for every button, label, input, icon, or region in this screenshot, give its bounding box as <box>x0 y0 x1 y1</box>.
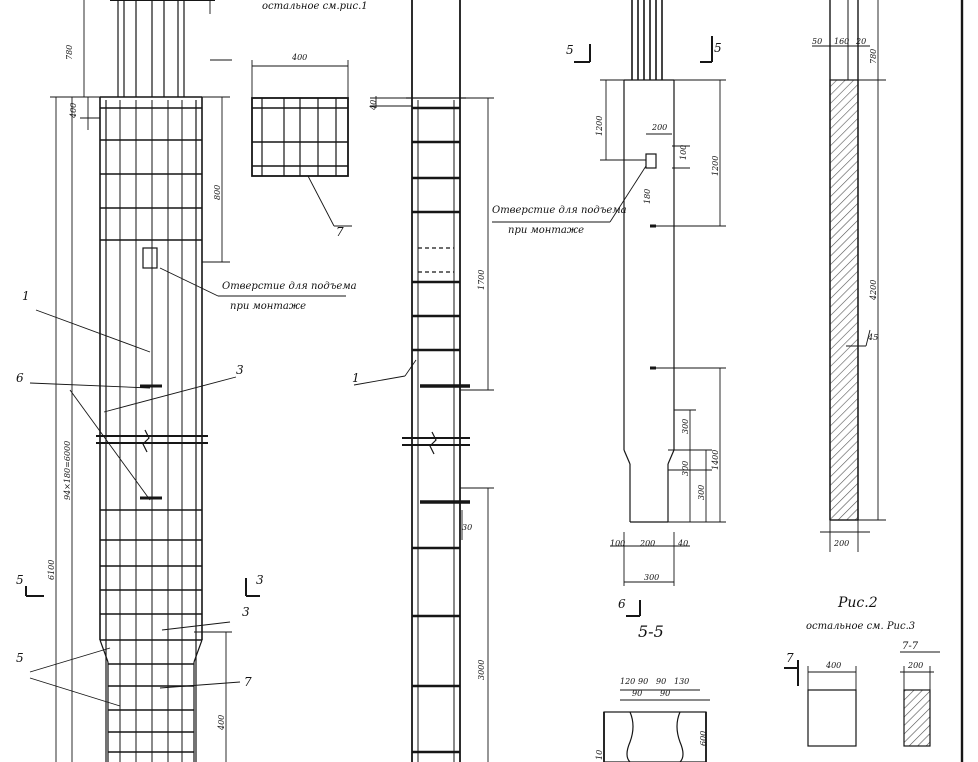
dim-30-side: 30 <box>462 523 473 532</box>
dim-3000: 3000 <box>477 659 486 680</box>
dim-1200-center: 1200 <box>595 115 604 136</box>
dim-400-section7: 400 <box>826 661 842 670</box>
note-lifting-hole-left-2: при монтаже <box>230 301 307 312</box>
dim-160-top: 160 <box>834 37 850 46</box>
mark-3-section: 3 <box>256 573 264 587</box>
dim-300-c: 300 <box>681 418 690 434</box>
mark-7-section: 7 <box>786 651 794 665</box>
mark-5-section-left: 5 <box>16 573 24 587</box>
dim-50-top: 50 <box>812 37 823 46</box>
break-line-left <box>96 429 208 453</box>
dim-150: 100 <box>679 144 688 160</box>
dim-500-bottom: 400 <box>217 714 226 730</box>
column-section-hatched <box>812 0 886 552</box>
dim-780-right: 780 <box>869 48 878 64</box>
note-lifting-hole-left: Отверстие для подъема <box>222 281 357 292</box>
dim-90-b: 90 <box>656 677 667 686</box>
dim-10-section: 10 <box>595 749 604 760</box>
dim-130: 130 <box>674 677 690 686</box>
section-5-5 <box>603 689 710 762</box>
mark-6-center: 6 <box>618 597 626 611</box>
dim-sum: 94×180=6000 <box>63 440 72 500</box>
dim-100-base: 100 <box>610 539 626 548</box>
figure-2-title: Рис.2 <box>838 595 878 611</box>
column-outline-center <box>492 0 726 617</box>
top-mesh-left <box>100 107 202 241</box>
dim-4200: 4200 <box>869 279 878 300</box>
dim-2-180: 180 <box>643 188 652 204</box>
dim-200-base: 200 <box>640 539 656 548</box>
mark-3-bottom: 3 <box>242 605 250 619</box>
dim-800: 800 <box>213 184 222 200</box>
mark-5-center-right: 5 <box>714 41 722 55</box>
note-lifting-hole-center-2: при монтаже <box>508 225 585 236</box>
mark-1-side: 1 <box>352 371 360 385</box>
note-rest-fig3: остальное см. Рис.3 <box>806 621 916 632</box>
dim-300-b: 300 <box>697 484 706 500</box>
column-elevation-side <box>353 0 494 762</box>
dim-780-left: 780 <box>65 44 74 60</box>
mark-1-left: 1 <box>22 289 30 303</box>
dim-90-d: 90 <box>660 689 671 698</box>
note-lifting-hole-center: Отверстие для подъема <box>492 205 627 216</box>
dim-1700: 1700 <box>477 269 486 290</box>
mark-5-center: 5 <box>566 43 574 57</box>
dim-120-section: 120 <box>620 677 636 686</box>
dim-6100: 6100 <box>47 559 56 580</box>
mark-6-left: 6 <box>16 371 24 385</box>
dim-20-top: 20 <box>856 37 867 46</box>
dim-1200-center-right: 1200 <box>711 155 720 176</box>
dim-400-left: 400 <box>69 102 78 118</box>
dimension-lines-left <box>50 0 232 762</box>
section-title-5-5: 5-5 <box>638 622 664 641</box>
dim-300-a: 300 <box>681 460 690 476</box>
dim-200-right-base: 200 <box>834 539 850 548</box>
dim-90-a: 90 <box>638 677 649 686</box>
dim-400-mesh: 400 <box>292 53 308 62</box>
section-7-details <box>784 651 940 747</box>
dim-200-hole: 200 <box>652 123 668 132</box>
note-rest-fig1: остальное см.рис.1 <box>262 1 368 12</box>
mark-9-mesh: 7 <box>336 225 344 239</box>
lifting-hole-left <box>142 247 158 269</box>
section-title-7-7: 7-7 <box>902 641 919 652</box>
dim-300-base: 300 <box>644 573 660 582</box>
dim-1400: 1400 <box>711 449 720 470</box>
dim-600-section: 600 <box>699 730 708 746</box>
section-marker-5-left <box>25 578 260 597</box>
dim-40-side: 40 <box>369 99 378 110</box>
dim-45: 45 <box>868 333 879 342</box>
mark-7-left: 7 <box>244 675 252 689</box>
dim-200-section7: 200 <box>908 661 924 670</box>
dim-40-base: 40 <box>678 539 689 548</box>
mark-3-right: 3 <box>236 363 244 377</box>
mark-5-left: 5 <box>16 651 24 665</box>
dim-90-c: 90 <box>632 689 643 698</box>
mesh-detail <box>251 60 352 227</box>
bottom-mesh-left <box>100 509 202 753</box>
column-elevation-left <box>99 0 215 762</box>
leader-lines-left <box>29 267 346 707</box>
